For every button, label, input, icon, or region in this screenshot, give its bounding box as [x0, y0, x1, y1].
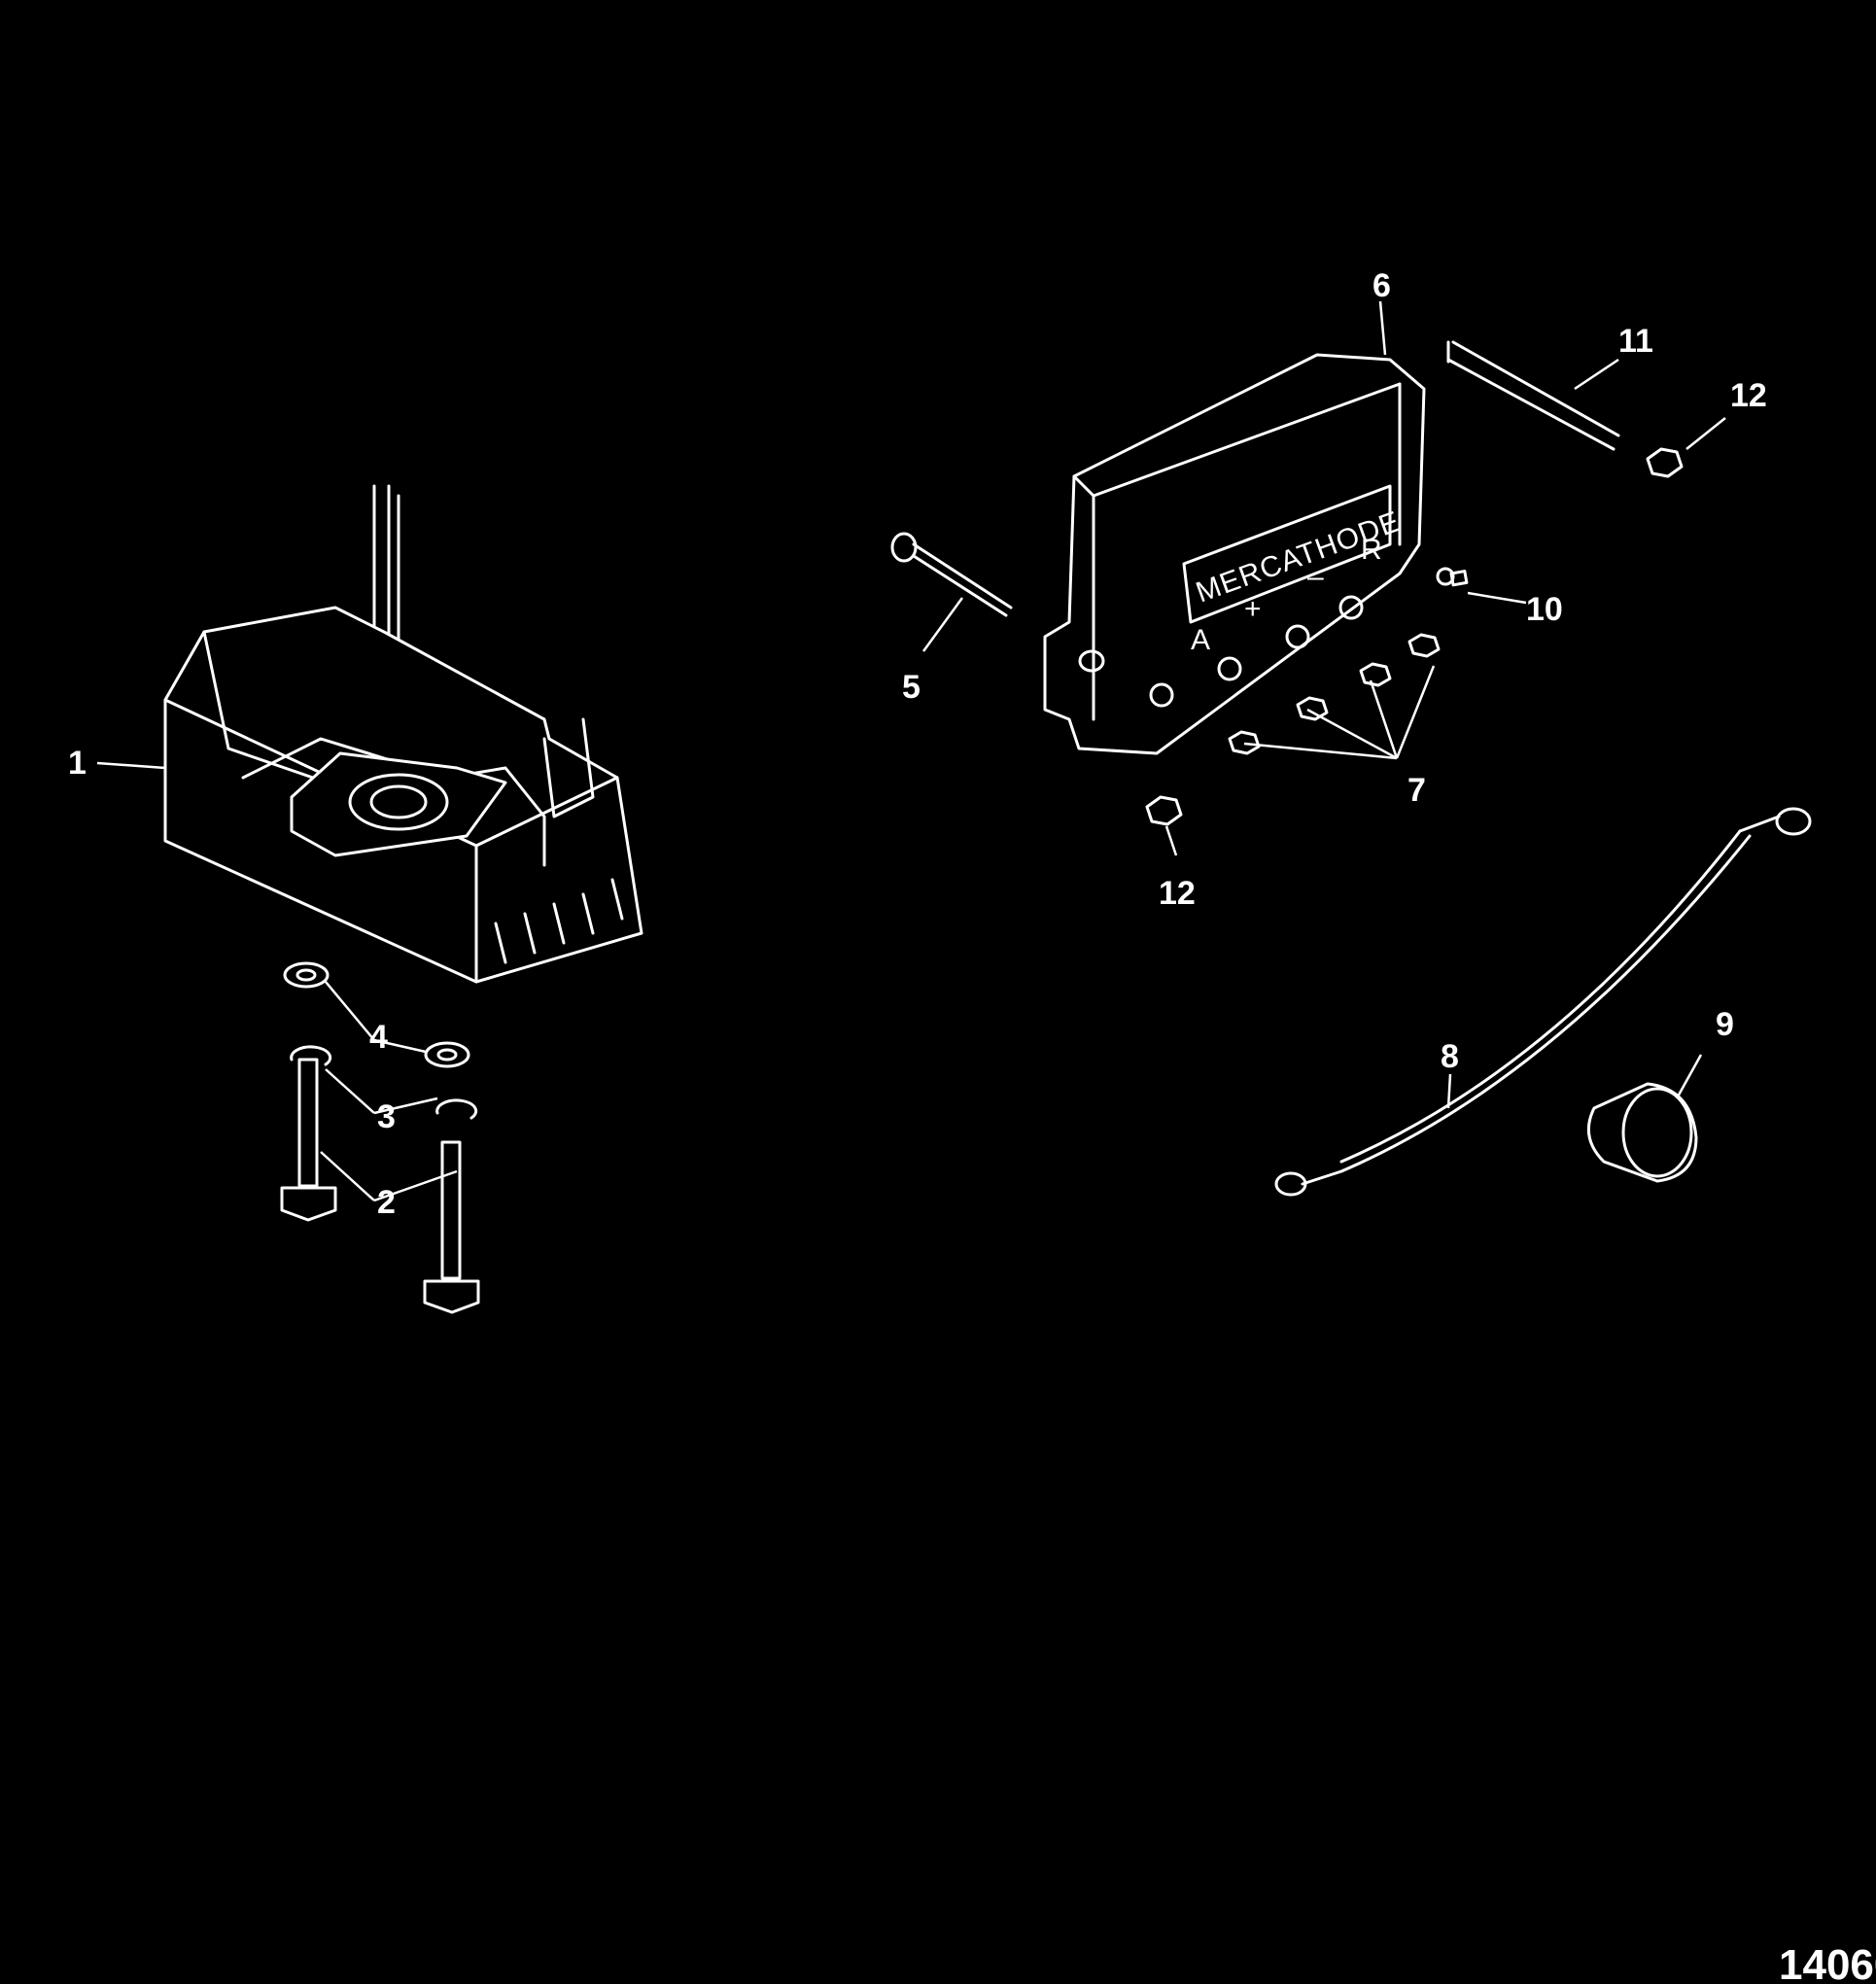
hex-nut-lower: [1145, 795, 1183, 826]
terminal-label-minus: –: [1307, 561, 1325, 593]
callout-5: 5: [902, 669, 921, 706]
hex-nut-upper: [1646, 447, 1684, 478]
terminal-nuts: [1228, 633, 1441, 755]
terminal-label-r: R: [1361, 534, 1383, 566]
callout-4: 4: [369, 1019, 388, 1056]
callout-7: 7: [1407, 772, 1426, 809]
terminal-label-plus: +: [1244, 593, 1263, 625]
small-screw: [1436, 567, 1469, 587]
callouts: 1 2 3 4 5 6 7 8 9 10 11 12 12: [68, 267, 1767, 1221]
lock-washers: [290, 1045, 478, 1120]
callout-10: 10: [1526, 591, 1563, 628]
flat-washers: [283, 961, 470, 1068]
mounting-screw: [890, 532, 1013, 617]
callout-11: 11: [1618, 323, 1653, 360]
figure-id: 14060: [1779, 1941, 1876, 1984]
terminal-label-a: A: [1191, 624, 1211, 656]
callout-2: 2: [377, 1184, 396, 1221]
callout-8: 8: [1441, 1038, 1459, 1075]
hex-bolts: [280, 1058, 480, 1314]
mercathode-controller: MERCATHODE A + – R: [1043, 353, 1426, 755]
callout-12-upper: 12: [1730, 377, 1767, 414]
stud: [1446, 340, 1620, 451]
leader-lines: [96, 300, 1726, 1202]
electrode-housing: [163, 484, 643, 984]
protective-cap: [1586, 1082, 1698, 1183]
ground-strap: [1274, 807, 1812, 1197]
callout-6: 6: [1372, 267, 1391, 304]
callout-9: 9: [1716, 1006, 1734, 1043]
callout-3: 3: [377, 1098, 396, 1135]
callout-12-lower: 12: [1159, 875, 1196, 912]
callout-1: 1: [68, 745, 87, 782]
